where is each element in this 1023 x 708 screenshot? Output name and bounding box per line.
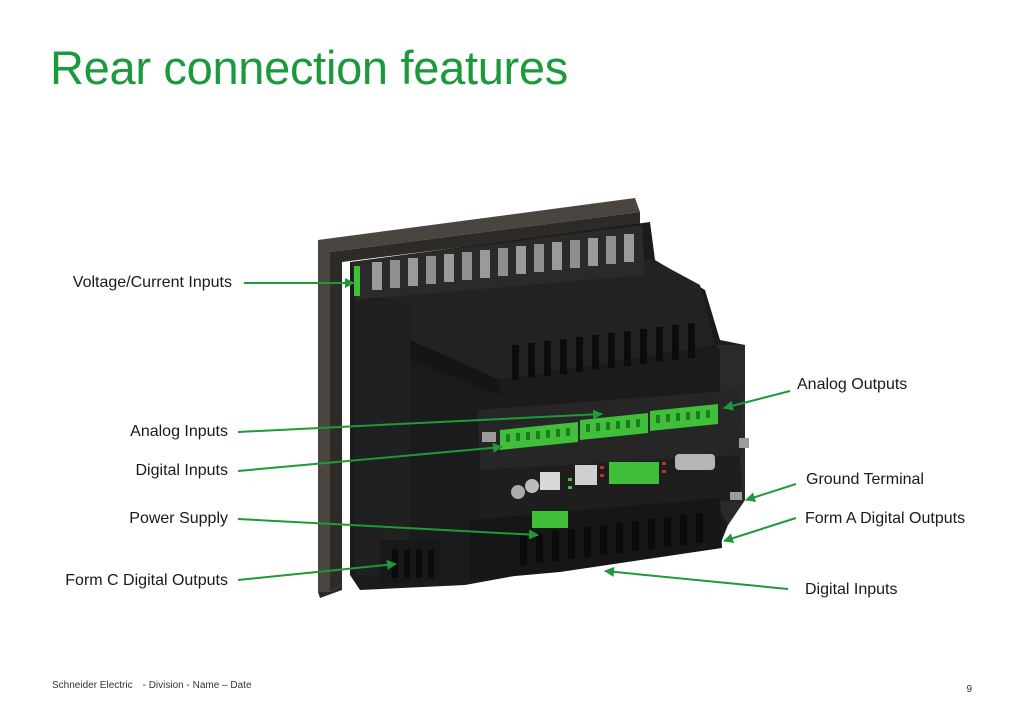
label-power-supply: Power Supply — [129, 510, 228, 527]
arrow-analog-inputs — [237, 409, 603, 433]
footer: Schneider Electric - Division - Name – Da… — [52, 680, 252, 691]
power-supply-connector — [532, 511, 568, 528]
arrow-analog-outputs — [723, 390, 791, 411]
label-analog-outputs: Analog Outputs — [797, 376, 908, 393]
side-studs — [482, 432, 749, 500]
front-bezel — [318, 198, 640, 598]
arrow-ground-terminal — [745, 483, 797, 503]
upper-vent-fins — [512, 323, 695, 380]
label-analog-inputs: Analog Inputs — [130, 423, 228, 440]
page-number: 9 — [966, 684, 972, 695]
lower-vent-fins — [520, 513, 703, 565]
footer-division: - Division - Name – Date — [142, 680, 252, 691]
label-digital-inputs-bottom: Digital Inputs — [805, 581, 898, 598]
label-digital-inputs-left: Digital Inputs — [135, 462, 229, 479]
arrow-form-c-digital-outputs — [237, 559, 397, 581]
arrow-digital-inputs-left — [237, 442, 503, 472]
slide-title: Rear connection features — [50, 41, 568, 94]
arrow-digital-inputs-bottom — [604, 566, 789, 590]
voltage-current-terminal-block — [352, 225, 645, 300]
comm-port-panel — [511, 454, 715, 499]
arrow-power-supply — [237, 518, 539, 540]
footer-company: Schneider Electric — [52, 680, 133, 691]
label-ground-terminal: Ground Terminal — [806, 471, 924, 488]
label-voltage-current-inputs: Voltage/Current Inputs — [72, 274, 232, 291]
analog-connectors — [500, 404, 718, 450]
label-form-c-digital-outputs: Form C Digital Outputs — [65, 572, 228, 589]
label-form-a-digital-outputs: Form A Digital Outputs — [805, 510, 966, 527]
arrow-form-a-digital-outputs — [723, 517, 797, 544]
